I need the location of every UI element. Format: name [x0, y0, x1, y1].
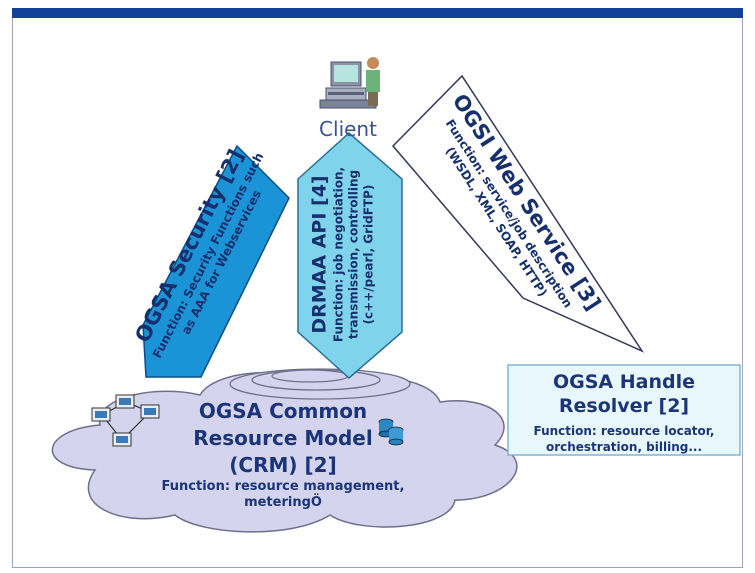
drmaa-function: Function: job negotiation,: [331, 166, 346, 343]
handle-resolver-function-line-2: orchestration, billing...: [545, 440, 703, 454]
security-arrow: [142, 144, 290, 378]
drmaa-text: DRMAA API [4] Function: job negotiation,…: [308, 145, 393, 365]
handle-resolver-function: Function: resource locator, orchestratio…: [508, 423, 740, 455]
ogsi-arrow: [391, 74, 645, 353]
crm-title-line-2: Resource Model: [193, 426, 373, 450]
drmaa-function-3: (c++/pearl, GridFTP): [361, 184, 376, 325]
crm-function: Function: resource management, meteringÖ: [118, 479, 448, 511]
handle-resolver-title: OGSA Handle Resolver [2]: [508, 370, 740, 418]
handle-resolver-title-line-2: Resolver [2]: [558, 395, 690, 417]
client-computer-icon: [319, 57, 380, 109]
top-bar: [12, 8, 743, 18]
crm-title-line-1: OGSA Common: [198, 399, 368, 423]
crm-function-line-1: Function: resource management,: [161, 479, 405, 494]
crm-function-line-2: meteringÖ: [244, 495, 322, 510]
handle-resolver-box: [507, 364, 741, 456]
drmaa-arrow: [297, 131, 403, 380]
drmaa-function-2: transmission, controlling: [346, 169, 361, 340]
handle-resolver-title-line-1: OGSA Handle: [553, 371, 695, 393]
crm-title: OGSA Common Resource Model (CRM) [2]: [118, 398, 448, 479]
handle-resolver-function-line-1: Function: resource locator,: [533, 424, 715, 438]
computer-network-icon: [91, 394, 160, 447]
crm-title-line-3: (CRM) [2]: [229, 453, 337, 477]
database-icon: [378, 418, 404, 446]
client-label: Client: [319, 117, 377, 141]
drmaa-title: DRMAA API [4]: [308, 175, 331, 334]
